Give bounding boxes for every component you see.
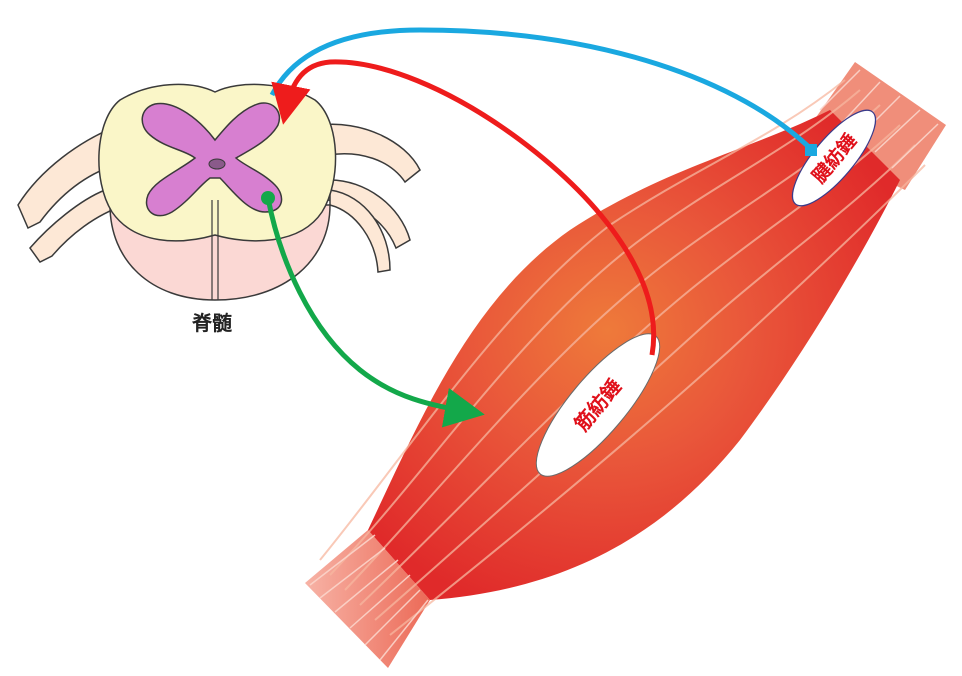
muscle-spindle: 筋紡錘 (535, 333, 661, 477)
green-pathway (265, 197, 485, 428)
red-pathway (271, 59, 656, 356)
blue-pathway (269, 27, 814, 152)
spinal-cord: 脊髄 (17, 83, 421, 335)
gray-matter (141, 102, 283, 217)
central-canal (208, 158, 226, 170)
muscle-fibers (319, 79, 926, 636)
spinal-cord-label: 脊髄 (191, 311, 232, 335)
green-pathway-start-dot (261, 191, 275, 205)
blue-pathway-start-dot (805, 144, 817, 156)
